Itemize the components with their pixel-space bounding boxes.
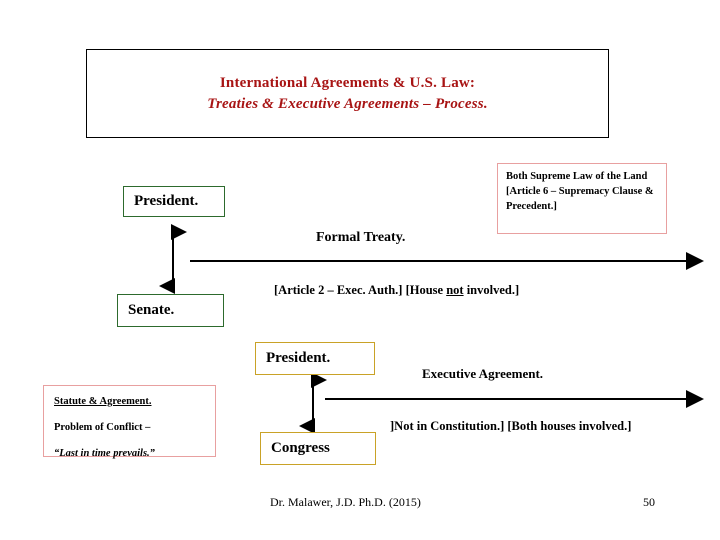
label-formal-treaty: Formal Treaty. — [316, 230, 406, 245]
title-line-secondary: Treaties & Executive Agreements – Proces… — [207, 95, 488, 112]
node-senate[interactable]: Senate. — [117, 294, 224, 327]
label-article-2-exec-auth: [Article 2 – Exec. Auth.] [House not inv… — [274, 283, 519, 298]
note-statute-conflict: Problem of Conflict – — [54, 421, 151, 433]
label-article-2-prefix: [Article 2 – Exec. Auth.] [House — [274, 283, 447, 297]
title-box: International Agreements & U.S. Law: Tre… — [86, 49, 609, 138]
node-president-treaty[interactable]: President. — [123, 186, 225, 217]
title-line-primary: International Agreements & U.S. Law: — [219, 75, 476, 92]
node-congress-label: Congress — [271, 440, 330, 456]
label-not-in-constitution: ]Not in Constitution.] [Both houses invo… — [390, 419, 632, 433]
label-article-2-suffix: involved.] — [463, 283, 520, 297]
node-president-treaty-label: President. — [134, 193, 199, 209]
note-statute-maxim: “Last in time prevails.” — [54, 447, 155, 459]
label-article-2-not: not — [446, 283, 464, 297]
node-congress[interactable]: Congress — [260, 432, 376, 465]
note-statute-heading: Statute & Agreement. — [54, 396, 152, 407]
label-executive-agreement: Executive Agreement. — [422, 366, 544, 381]
node-president-executive[interactable]: President. — [255, 342, 375, 375]
note-supremacy-clause: Both Supreme Law of the Land [Article 6 … — [497, 163, 667, 234]
note-statute-agreement: Statute & Agreement. Problem of Conflict… — [43, 385, 216, 459]
footer-credit: Dr. Malawer, J.D. Ph.D. (2015) — [270, 495, 421, 509]
node-senate-label: Senate. — [128, 302, 175, 318]
node-president-executive-label: President. — [266, 350, 331, 366]
footer-page-number: 50 — [643, 495, 655, 509]
